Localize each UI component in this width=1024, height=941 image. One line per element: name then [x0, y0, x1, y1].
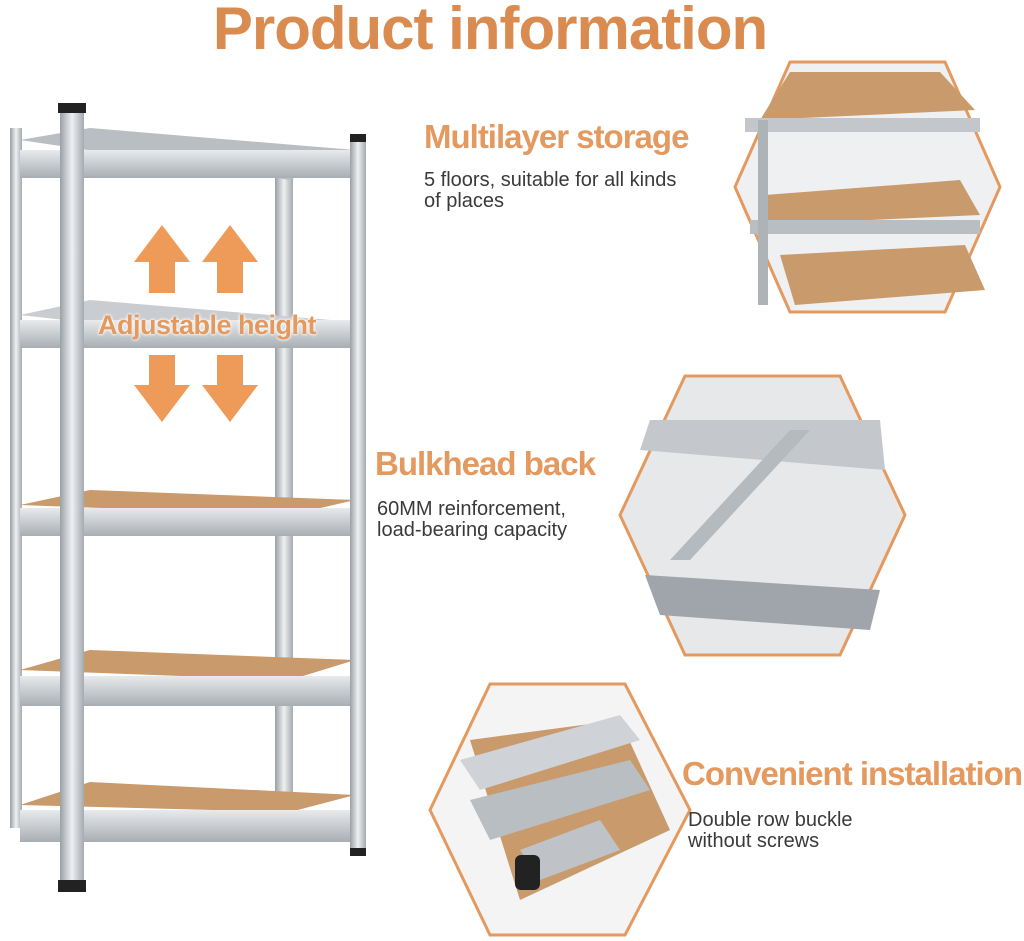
- feature-heading-multilayer: Multilayer storage: [424, 118, 689, 155]
- feature-desc-installation: Double row buckle without screws: [688, 810, 853, 852]
- desc-line: 60MM reinforcement,: [377, 498, 566, 520]
- hexagon-multilayer: [733, 60, 1002, 314]
- desc-line: without screws: [688, 830, 820, 852]
- page-title: Product information: [212, 0, 768, 62]
- desc-line: load-bearing capacity: [377, 519, 568, 541]
- feature-desc-multilayer: 5 floors, suitable for all kinds of plac…: [424, 170, 676, 212]
- adjustable-height-label: Adjustable height: [98, 310, 317, 340]
- feature-desc-bulkhead: 60MM reinforcement, load-bearing capacit…: [377, 499, 567, 541]
- desc-line: Double row buckle: [688, 809, 853, 831]
- adjust-arrows-icon: [134, 225, 258, 422]
- desc-line: 5 floors, suitable for all kinds: [424, 169, 677, 191]
- hexagon-installation: [428, 682, 692, 937]
- feature-heading-bulkhead: Bulkhead back: [375, 445, 596, 482]
- shelving-unit: [10, 103, 366, 892]
- hexagon-bulkhead: [618, 374, 907, 657]
- feature-heading-installation: Convenient installation: [682, 755, 1023, 792]
- desc-line: of places: [424, 190, 505, 212]
